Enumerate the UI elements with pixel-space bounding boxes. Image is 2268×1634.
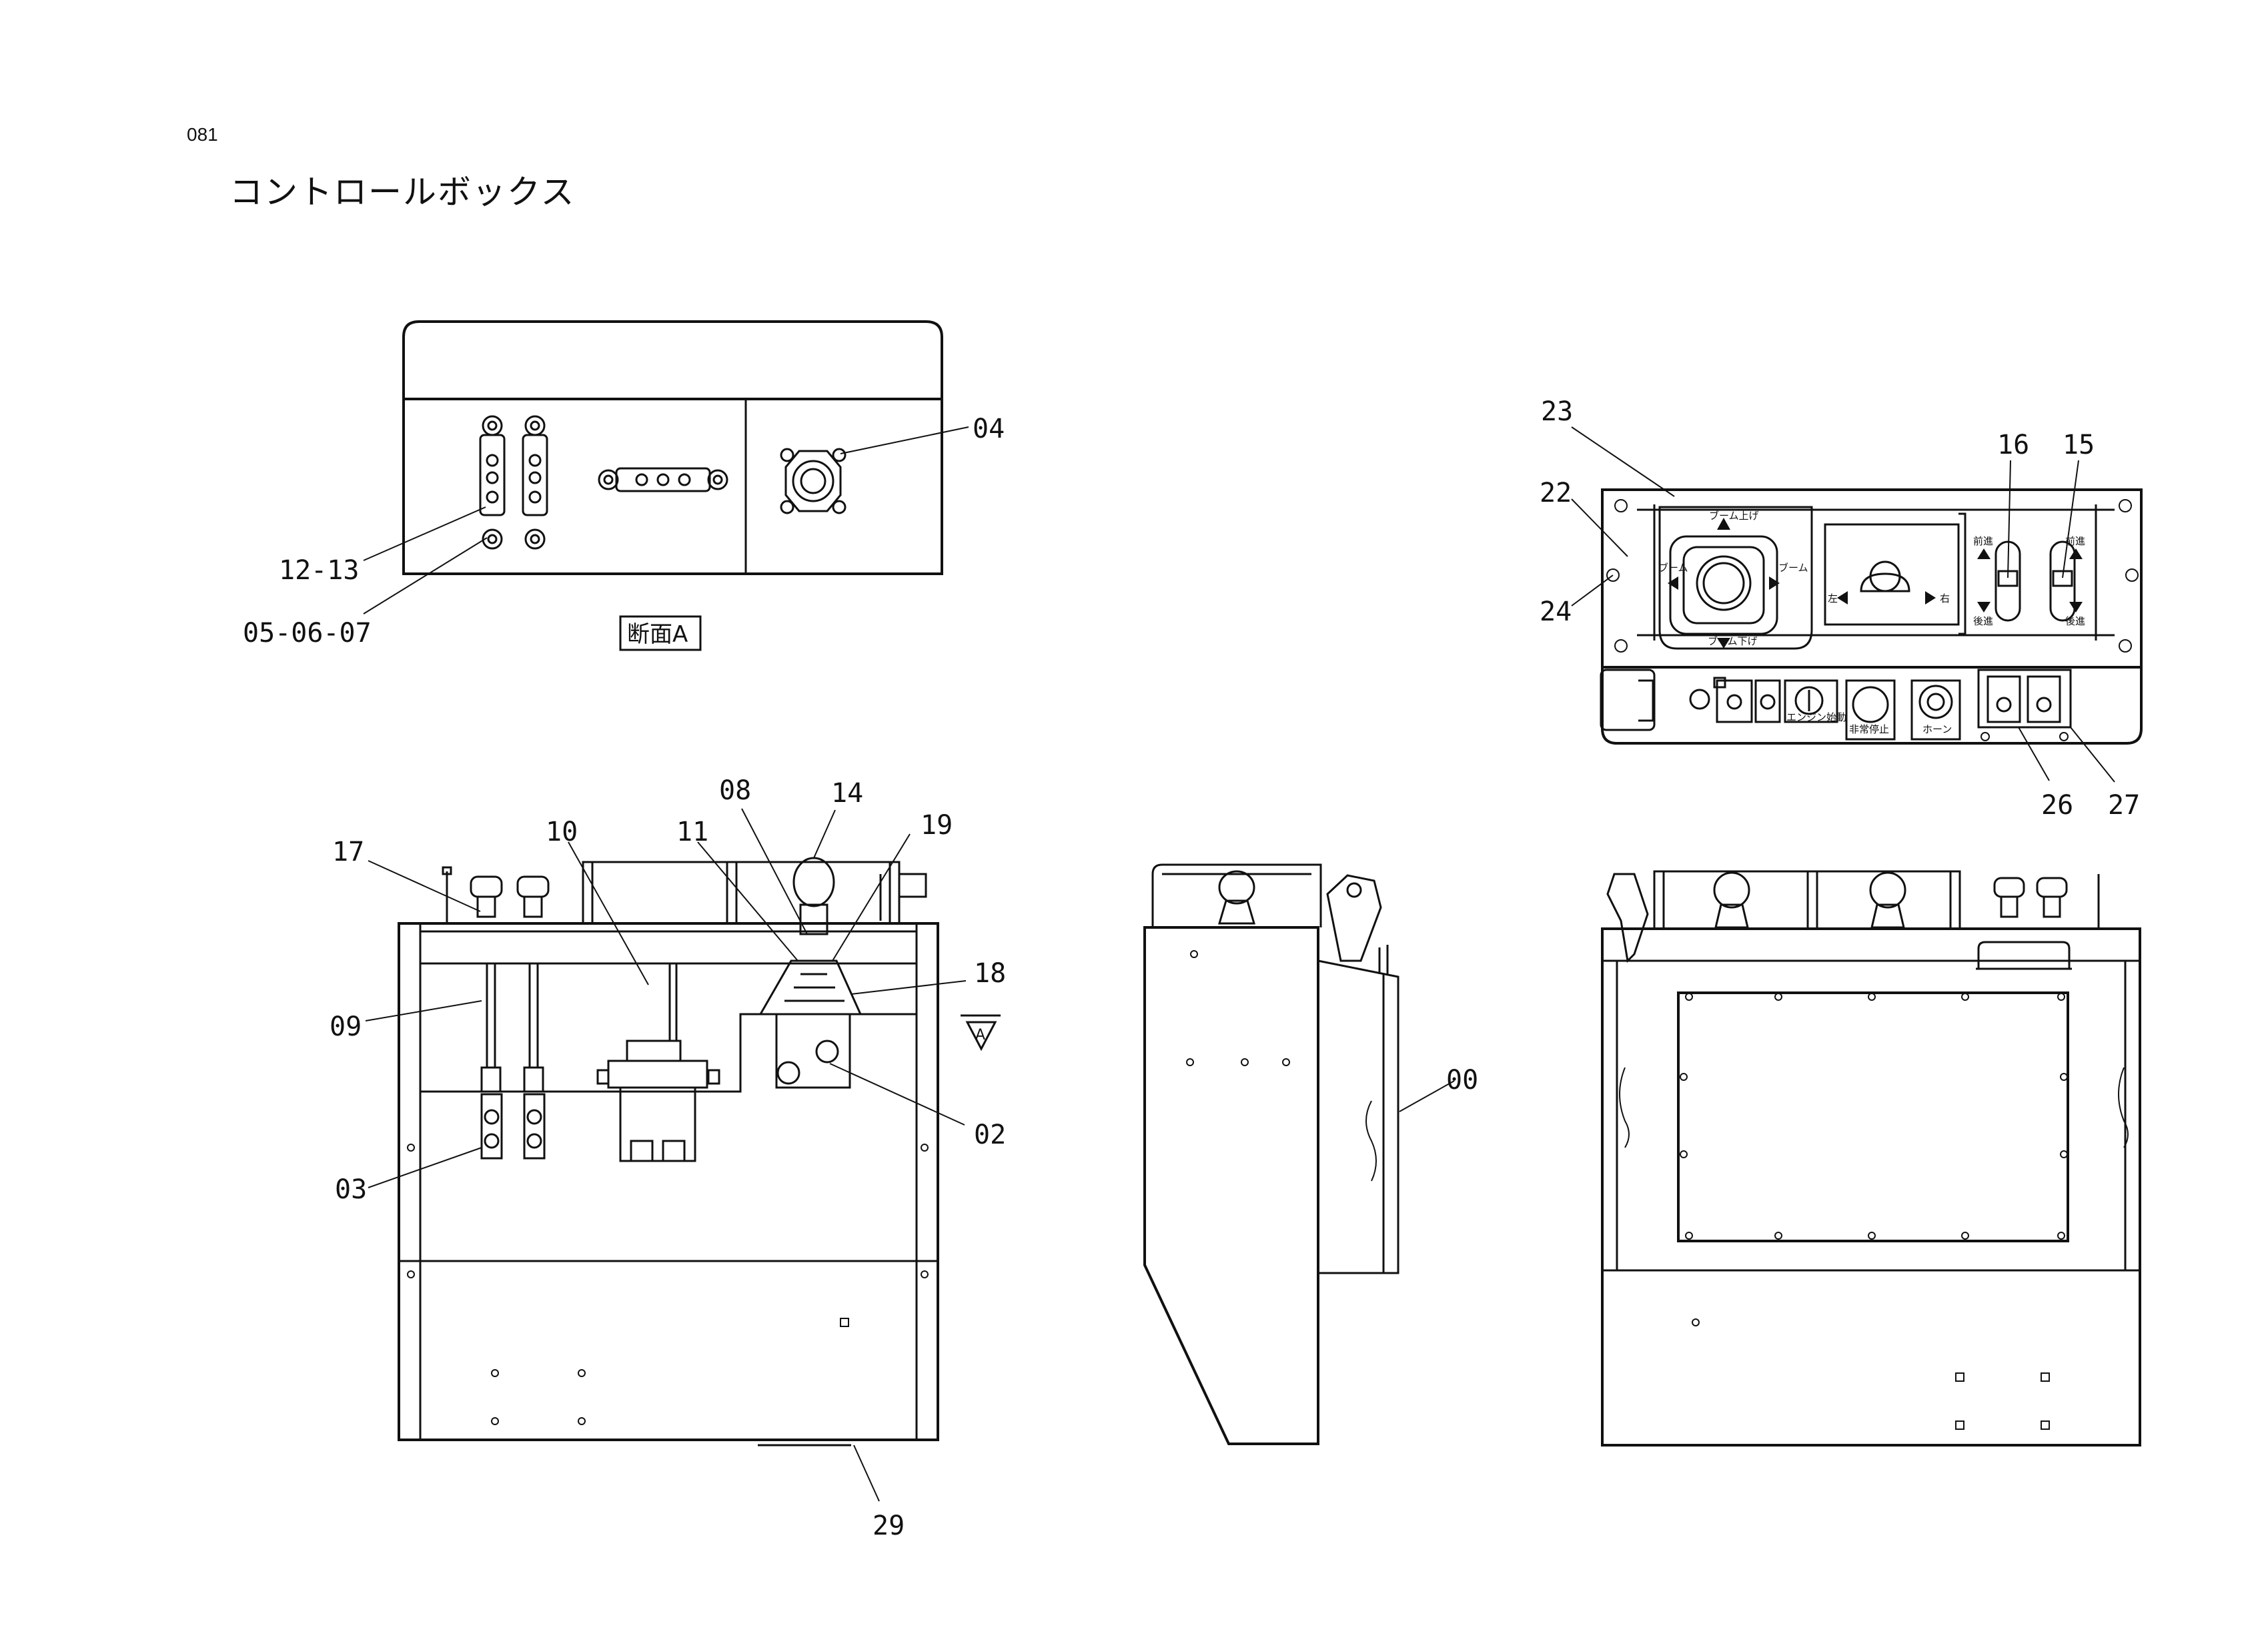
side-view: 00: [1143, 863, 1478, 1445]
switch-rods: [480, 963, 546, 1160]
label-back-2: 後進: [2065, 615, 2085, 627]
callout-26: 26: [2041, 790, 2073, 821]
callout-05-06-07: 05-06-07: [243, 618, 372, 649]
front-section-view: A 17 10 11 08 14 19 18 09 02 03 29: [330, 775, 1006, 1541]
callout-09: 09: [330, 1011, 362, 1042]
callout-24: 24: [1540, 596, 1572, 627]
callout-27: 27: [2108, 790, 2140, 821]
label-boom-left: ブーム: [1658, 562, 1688, 574]
callout-15: 15: [2063, 430, 2095, 460]
callout-22: 22: [1540, 478, 1572, 508]
label-left: 左: [1828, 592, 1838, 604]
joystick-lever: [758, 857, 927, 1089]
switch-holder-right: [522, 415, 548, 550]
section-a-view: 断面A 12-13 05-06-07 04: [243, 320, 1005, 651]
callout-04: 04: [973, 414, 1005, 444]
label-emergency-stop: 非常停止: [1849, 723, 1889, 735]
callout-10: 10: [546, 817, 578, 847]
label-forward-1: 前進: [1973, 535, 1993, 547]
label-forward-2: 前進: [2065, 535, 2085, 547]
callout-23: 23: [1541, 396, 1573, 427]
callout-03: 03: [335, 1174, 367, 1205]
rear-view: [1601, 870, 2141, 1447]
callout-19: 19: [921, 810, 953, 841]
control-panel-top-view: ブーム上げ ブーム下げ ブーム ブーム 左 右 前進 後進 前進 後進: [1540, 396, 2143, 821]
label-engine-start: エンジン始動: [1786, 711, 1846, 723]
callout-12-13: 12-13: [279, 555, 359, 586]
label-boom-right: ブーム: [1778, 562, 1808, 574]
label-back-1: 後進: [1973, 615, 1993, 627]
callout-16: 16: [1997, 430, 2029, 460]
label-boom-up: ブーム上げ: [1709, 510, 1759, 522]
callout-18: 18: [974, 958, 1006, 989]
callout-00: 00: [1446, 1065, 1478, 1096]
switch-holder-left: [479, 415, 506, 550]
svg-text:A: A: [975, 1027, 985, 1044]
callout-29: 29: [873, 1511, 905, 1541]
switch-holder-horizontal: [598, 467, 728, 492]
callout-02: 02: [974, 1120, 1006, 1150]
section-a-label: 断面A: [627, 621, 688, 648]
section-a-label-box: [619, 615, 702, 651]
label-boom-down: ブーム下げ: [1708, 635, 1758, 647]
label-right: 右: [1940, 592, 1950, 604]
callout-14: 14: [831, 778, 863, 809]
label-horn: ホーン: [1922, 723, 1952, 735]
push-knobs: [442, 866, 550, 923]
callout-17: 17: [332, 837, 364, 867]
section-arrow-a: A: [961, 1014, 1001, 1052]
control-valve: [596, 963, 720, 1162]
joystick-base-top: [780, 448, 846, 514]
callout-11: 11: [676, 817, 708, 847]
page-title: コントロールボックス: [229, 173, 576, 212]
page-number: 081: [187, 124, 218, 145]
callout-08: 08: [719, 775, 751, 806]
